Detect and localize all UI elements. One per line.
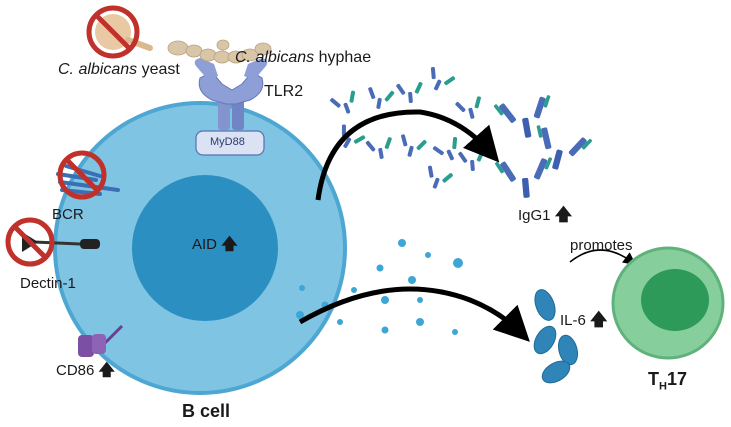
hyphae-label-form: hyphae xyxy=(314,49,372,66)
igg1-label: IgG1 🡅 xyxy=(518,207,572,224)
th17-label: TH17 xyxy=(648,370,687,393)
igg1-text: IgG1 xyxy=(518,207,551,224)
il6-text: IL-6 xyxy=(560,312,586,329)
tlr2-receptor xyxy=(194,58,268,130)
hyphae-illustration xyxy=(167,39,272,64)
b-cell-nucleus xyxy=(132,175,278,321)
il6-molecule xyxy=(533,289,579,384)
bcr-prohibited-icon xyxy=(57,150,107,200)
aid-up-arrow-icon: 🡅 xyxy=(221,234,238,253)
myd88-box xyxy=(195,130,265,156)
tlr2-label: TLR2 xyxy=(264,83,304,100)
dectin1-prohibited-icon xyxy=(5,217,55,267)
hyphae-label: C. albicans hyphae xyxy=(235,50,371,66)
th17-subscript: H xyxy=(659,380,667,393)
cd86-text: CD86 xyxy=(56,362,95,379)
igg1-antibodies xyxy=(493,94,593,201)
dectin1-label: Dectin-1 xyxy=(20,275,76,292)
arrow-to-il6 xyxy=(298,286,530,342)
arrow-to-igg1 xyxy=(315,109,500,201)
aid-text: AID xyxy=(192,236,218,253)
promotes-arrow xyxy=(569,249,637,266)
yeast-label-form: yeast xyxy=(137,61,180,78)
myd88-label: MyD88 xyxy=(210,136,245,148)
il6-up-arrow-icon: 🡅 xyxy=(590,310,608,330)
yeast-label: C. albicans yeast xyxy=(58,62,180,78)
hyphae-label-species: C. albicans xyxy=(235,49,315,66)
th17-nucleus xyxy=(641,269,709,331)
cd86-label: CD86 🡅 xyxy=(56,360,115,379)
th17-number: 17 xyxy=(666,369,687,389)
th17-letter: T xyxy=(648,369,659,389)
il6-label: IL-6 🡅 xyxy=(560,312,608,329)
b-cell-label: B cell xyxy=(182,401,231,421)
il6-particles xyxy=(296,239,463,335)
yeast-label-species: C. albicans xyxy=(58,61,138,78)
cd86-up-arrow-icon: 🡅 xyxy=(98,360,115,379)
yeast-prohibited-icon xyxy=(86,5,140,59)
igg1-up-arrow-icon: 🡅 xyxy=(554,205,573,225)
bcr-label: BCR xyxy=(52,206,84,223)
cd86-receptor xyxy=(78,324,124,357)
aid-label: AID 🡅 xyxy=(192,234,238,253)
promotes-label: promotes xyxy=(570,237,633,254)
